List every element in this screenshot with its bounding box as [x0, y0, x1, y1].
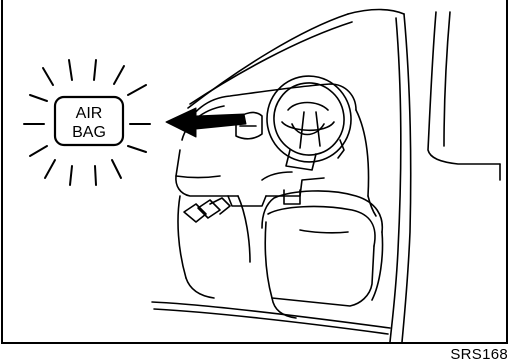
driver-seat-outline — [262, 110, 383, 318]
door-opening-outline — [152, 10, 411, 343]
airbag-warning-light-icon: AIR BAG — [24, 60, 150, 185]
rear-body-outline — [428, 12, 500, 180]
lamp-text-line1: AIR — [76, 105, 103, 122]
figure-code: SRS168 — [450, 346, 508, 363]
dashboard-outline — [176, 84, 356, 206]
lamp-text-line2: BAG — [72, 124, 106, 141]
lamp-glow-rays-icon — [24, 60, 150, 185]
lower-panel-outline — [178, 196, 250, 298]
